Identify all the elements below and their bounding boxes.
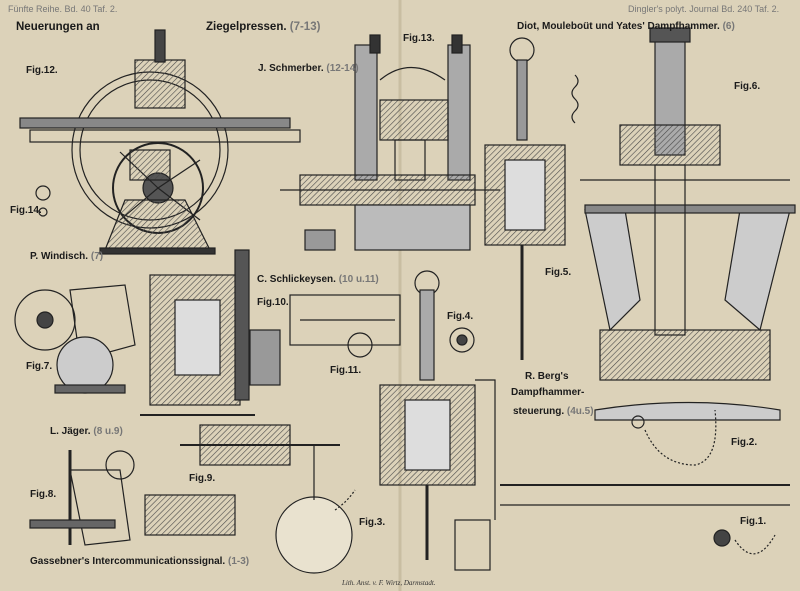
fig-label-12: Fig.12.: [26, 65, 58, 76]
section-title-berg-2: Dampfhammer-: [511, 387, 585, 398]
fig-label-2: Fig.2.: [731, 437, 758, 448]
plate-number: Taf. 2.: [754, 4, 780, 14]
section-title-windisch: P. Windisch. (7): [30, 251, 104, 262]
section-title-gassebner: Gassebner's Intercommunicationssignal. (…: [30, 556, 250, 567]
header-left: Fünfte Reihe. Bd. 40 Taf. 2.: [8, 4, 117, 14]
fig-label-10: Fig.10.: [257, 297, 289, 308]
section-title-ziegelpressen: Ziegelpressen. (7-13): [206, 21, 321, 33]
fig-label-9: Fig.9.: [189, 473, 216, 484]
lithographer-imprint: Lith. Anst. v. F. Wirtz, Darmstadt.: [342, 579, 436, 587]
fig-8-jaeger: [29, 450, 135, 546]
fig-label-1: Fig.1.: [740, 516, 767, 527]
fig-label-13: Fig.13.: [403, 33, 435, 44]
fig-10-schlickeysen: [140, 249, 281, 416]
fig-13-column-press: [280, 34, 500, 251]
section-title-diot: Diot, Mouleboüt und Yates' Dampfhammer. …: [517, 21, 735, 32]
fig-6-steam-hammer: [580, 27, 796, 381]
header-right: Dingler's polyt. Journal Bd. 240 Taf. 2.: [628, 4, 779, 14]
journal-label: Dingler's polyt. Journal Bd.: [628, 4, 735, 14]
fig-11: [289, 294, 401, 358]
fig-label-5: Fig.5.: [545, 267, 572, 278]
fig-12-brick-press: [19, 29, 301, 255]
section-title-berg-1: R. Berg's: [525, 371, 569, 382]
fig-9: [144, 424, 356, 574]
section-title-schmerber: J. Schmerber. (12-14): [258, 63, 359, 74]
section-title-neuerungen: Neuerungen an: [16, 21, 100, 33]
fig-label-14: Fig.14.: [10, 205, 42, 216]
volume-number: 240: [737, 4, 753, 14]
fig-5-valve: [484, 37, 579, 360]
section-title-jaeger: L. Jäger. (8 u.9): [50, 426, 123, 437]
fig-label-7: Fig.7.: [26, 361, 53, 372]
plate-number: Taf. 2.: [92, 4, 118, 14]
volume-number: 40: [80, 4, 91, 14]
fig-label-11: Fig.11.: [330, 365, 362, 376]
fig-label-3: Fig.3.: [359, 517, 386, 528]
fig-label-8: Fig.8.: [30, 489, 57, 500]
section-title-berg-3: steuerung. (4u.5): [513, 406, 594, 417]
series-label: Fünfte Reihe. Bd.: [8, 4, 79, 14]
fig-7-windisch: [14, 284, 136, 394]
fig-3-valve-section: [379, 270, 496, 560]
fig-label-4: Fig.4.: [447, 311, 474, 322]
fig-4: [449, 327, 475, 353]
fig-label-6: Fig.6.: [734, 81, 761, 92]
fig-1-2-signal: [454, 401, 790, 571]
section-title-schlickeysen: C. Schlickeysen. (10 u.11): [257, 274, 379, 285]
